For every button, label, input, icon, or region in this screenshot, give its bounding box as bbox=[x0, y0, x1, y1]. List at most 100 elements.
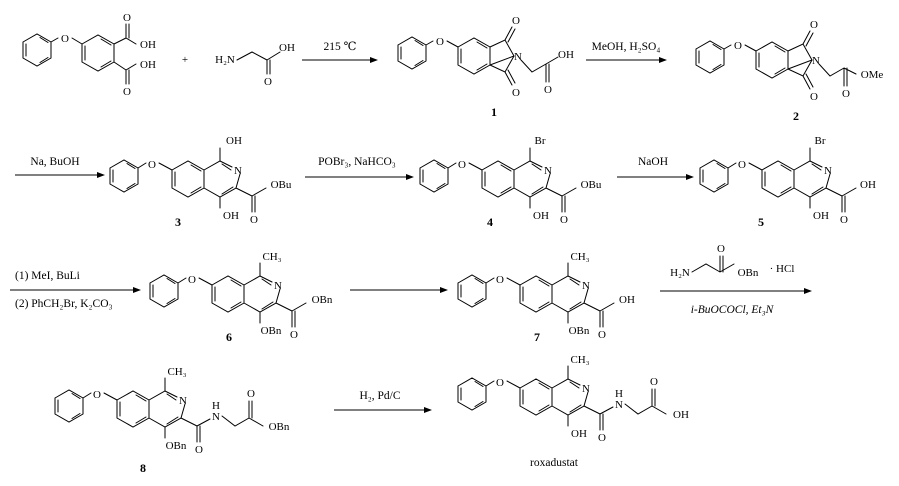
c8-nh-h: H bbox=[212, 400, 220, 412]
gly-bn-o: O bbox=[717, 243, 725, 255]
compound-7: O CH₃ N OBn OH O 7 bbox=[457, 251, 635, 344]
condition-step-6b: (2) PhCH₂Br, K₂CO₃ bbox=[15, 298, 113, 310]
gly-bn-obn: OBn bbox=[738, 267, 759, 279]
rox-oh-bottom: OH bbox=[571, 428, 587, 440]
c3-oh-bottom: OH bbox=[223, 210, 239, 222]
c8-obn-bottom: OBn bbox=[166, 440, 187, 452]
compound-8-label: 8 bbox=[140, 461, 146, 475]
compound-2-label: 2 bbox=[793, 109, 799, 123]
condition-step-9: H₂, Pd/C bbox=[359, 390, 400, 402]
rox-o-acid: O bbox=[650, 376, 658, 388]
c4-oh-bottom: OH bbox=[533, 210, 549, 222]
c4-br: Br bbox=[535, 135, 546, 147]
c7-ether-o: O bbox=[496, 274, 504, 286]
c6-o-ester: O bbox=[290, 329, 298, 341]
starting-material-phenoxyphthalic-acid: O O OH OH O bbox=[22, 12, 156, 98]
compound-3: O OH N OH OBu O 3 bbox=[109, 135, 292, 229]
c7-oh-acid: OH bbox=[619, 294, 635, 306]
condition-step-8-bottom: i-BuOCOCl, Et₃N bbox=[691, 304, 775, 316]
c6-n: N bbox=[274, 280, 282, 292]
c6-ch3: CH₃ bbox=[262, 251, 281, 263]
gly-bn-hcl: · HCl bbox=[770, 263, 795, 275]
condition-step-3: Na, BuOH bbox=[30, 156, 79, 168]
compound-6-label: 6 bbox=[226, 330, 232, 344]
compound-6: O CH₃ N OBn OBn O 6 bbox=[149, 251, 333, 344]
arrow-step-9: H₂, Pd/C bbox=[334, 390, 432, 413]
c1-o-bottom: O bbox=[512, 87, 520, 99]
plus-sign: + bbox=[182, 54, 188, 66]
arrow-step-7 bbox=[350, 287, 448, 293]
compound-5-label: 5 bbox=[758, 215, 764, 229]
rox-ether-o: O bbox=[496, 377, 504, 389]
sm-oh-bottom: OH bbox=[140, 59, 156, 71]
c7-o-acid: O bbox=[598, 329, 606, 341]
compound-2: O O N O OMe O 2 bbox=[695, 19, 884, 123]
c8-o-amide: O bbox=[195, 444, 203, 456]
c7-n: N bbox=[582, 280, 590, 292]
c7-obn-bottom: OBn bbox=[569, 325, 590, 337]
c4-n: N bbox=[544, 165, 552, 177]
c3-oh-top: OH bbox=[226, 135, 242, 147]
c6-obn-bottom: OBn bbox=[261, 325, 282, 337]
sm-o-bottom: O bbox=[123, 86, 131, 98]
c7-ch3: CH₃ bbox=[570, 251, 589, 263]
rox-nh-h: H bbox=[615, 388, 623, 400]
c3-obu: OBu bbox=[271, 179, 292, 191]
c8-o-ester: O bbox=[247, 388, 255, 400]
c4-o-ester: O bbox=[560, 214, 568, 226]
c5-oh-bottom: OH bbox=[813, 210, 829, 222]
arrow-step-1: 215 ℃ bbox=[302, 41, 378, 63]
c3-o-ester: O bbox=[250, 214, 258, 226]
c2-o-top: O bbox=[810, 19, 818, 31]
c5-oh-acid: OH bbox=[860, 179, 876, 191]
gly-bn-nh2: H₂N bbox=[670, 267, 690, 279]
c5-ether-o: O bbox=[738, 159, 746, 171]
condition-step-5: NaOH bbox=[638, 156, 668, 168]
compound-4-label: 4 bbox=[487, 215, 493, 229]
c2-n: N bbox=[812, 55, 820, 67]
arrow-step-5: NaOH bbox=[617, 156, 694, 180]
c6-ether-o: O bbox=[188, 274, 196, 286]
arrow-step-4: POBr₃, NaHCO₃ bbox=[305, 156, 414, 180]
c3-ether-o: O bbox=[148, 159, 156, 171]
sm-oh-top: OH bbox=[140, 39, 156, 51]
c2-o-bottom: O bbox=[810, 91, 818, 103]
c6-obn-ester: OBn bbox=[312, 294, 333, 306]
c4-obu: OBu bbox=[581, 179, 602, 191]
c8-ch3: CH₃ bbox=[167, 366, 186, 378]
rox-o-amide: O bbox=[598, 432, 606, 444]
condition-step-4: POBr₃, NaHCO₃ bbox=[318, 156, 396, 168]
sm-ether-o: O bbox=[61, 33, 69, 45]
c1-o-top: O bbox=[512, 15, 520, 27]
sm-o-top: O bbox=[123, 12, 131, 24]
c8-obn-ester: OBn bbox=[269, 421, 290, 433]
c2-ome: OMe bbox=[861, 69, 884, 81]
glycine-o: O bbox=[264, 76, 272, 88]
c2-o-ester: O bbox=[842, 88, 850, 100]
c5-o-acid: O bbox=[840, 214, 848, 226]
c8-nh-n: N bbox=[212, 411, 220, 423]
arrow-step-2: MeOH, H₂SO₄ bbox=[586, 41, 667, 63]
compound-5: O Br N OH OH O 5 bbox=[699, 135, 876, 229]
c1-n: N bbox=[514, 51, 522, 63]
reagent-glycine: H₂N OH O bbox=[215, 42, 295, 88]
c1-oh: OH bbox=[558, 49, 574, 61]
c1-o-acid: O bbox=[544, 84, 552, 96]
arrow-step-3: Na, BuOH bbox=[15, 156, 105, 178]
c2-ether-o: O bbox=[734, 40, 742, 52]
c3-n: N bbox=[234, 165, 242, 177]
condition-step-6a: (1) MeI, BuLi bbox=[15, 270, 80, 282]
c5-br: Br bbox=[815, 135, 826, 147]
glycine-oh: OH bbox=[279, 42, 295, 54]
compound-1: O O N O OH O 1 bbox=[397, 15, 574, 119]
compound-1-label: 1 bbox=[491, 105, 497, 119]
roxadustat-label: roxadustat bbox=[530, 457, 579, 469]
compound-3-label: 3 bbox=[175, 215, 181, 229]
arrow-step-8: H₂N O OBn · HCl i-BuOCOCl, Et₃N bbox=[660, 243, 812, 316]
compound-8: O CH₃ N OBn O N H O OBn 8 bbox=[54, 366, 290, 475]
c4-ether-o: O bbox=[458, 159, 466, 171]
rox-oh-acid: OH bbox=[673, 409, 689, 421]
c8-n: N bbox=[179, 395, 187, 407]
c5-n: N bbox=[824, 165, 832, 177]
